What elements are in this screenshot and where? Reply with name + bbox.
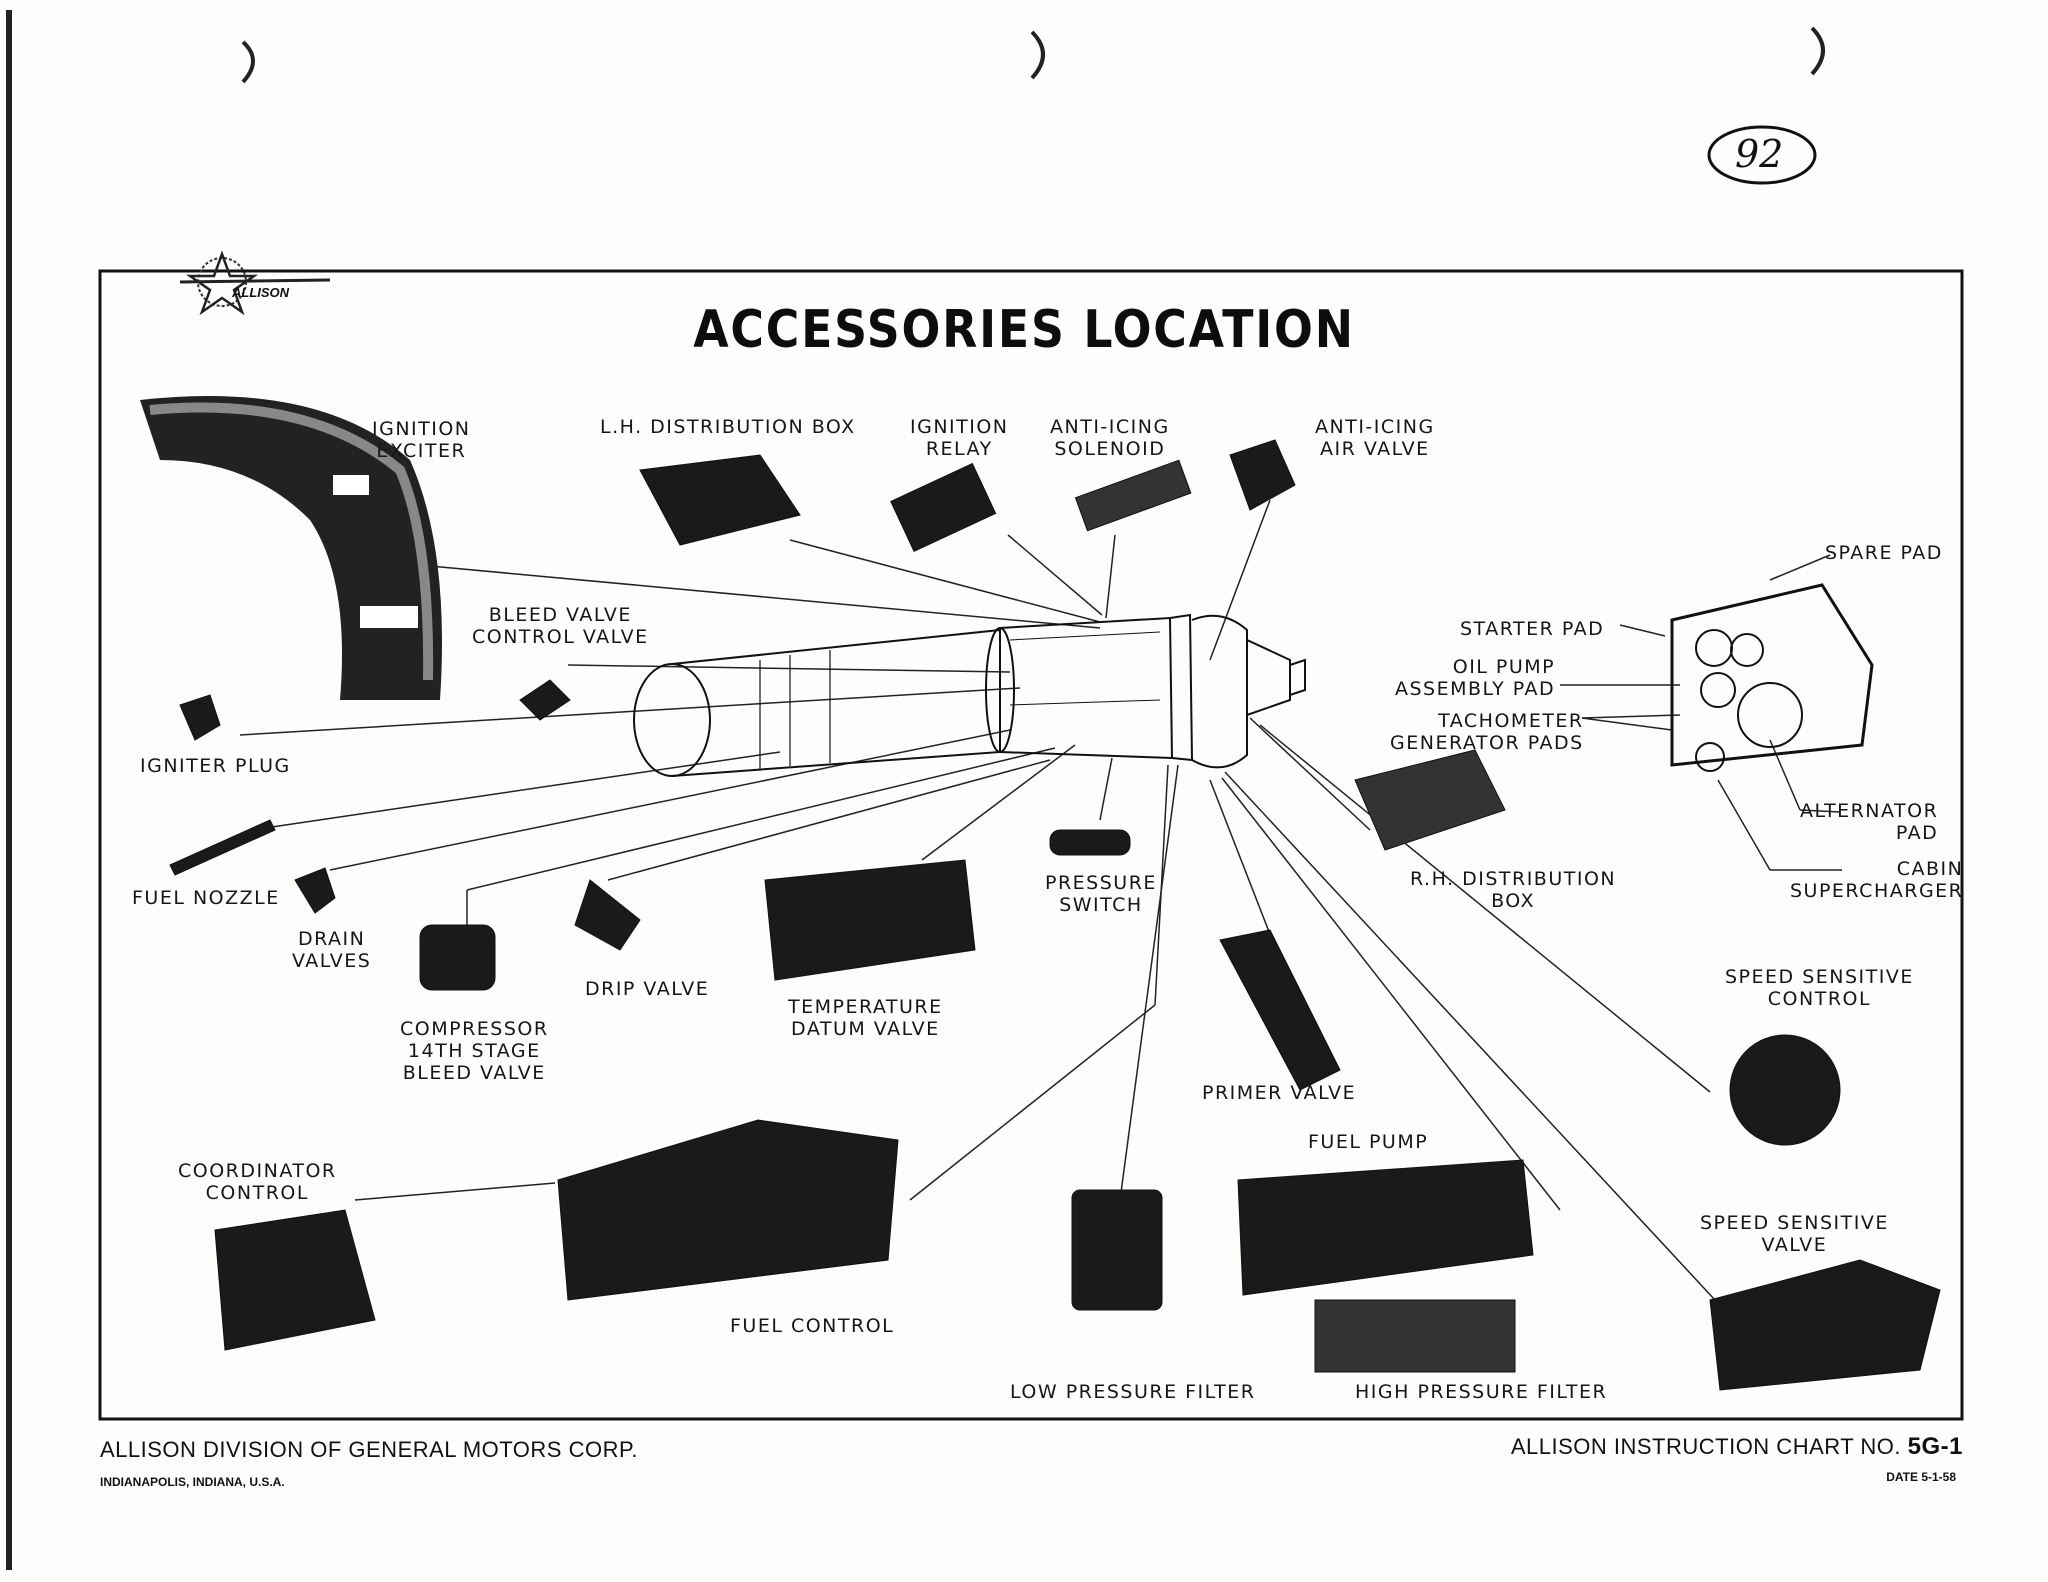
label-speed-sensitive-valve: SPEED SENSITIVE VALVE <box>1700 1212 1889 1256</box>
label-coordinator-control: COORDINATOR CONTROL <box>178 1160 337 1204</box>
label-alternator-pad: ALTERNATOR PAD <box>1800 800 1939 844</box>
footer-chart-id: 5G-1 <box>1907 1433 1963 1460</box>
label-low-pressure-filter: LOW PRESSURE FILTER <box>1010 1381 1256 1403</box>
label-cabin-supercharger: CABIN SUPERCHARGER <box>1790 858 1964 902</box>
label-starter-pad: STARTER PAD <box>1460 618 1605 640</box>
footer-date-label: DATE <box>1886 1470 1918 1484</box>
footer-date-value: 5-1-58 <box>1921 1470 1956 1484</box>
label-tachometer-generator-pads: TACHOMETER GENERATOR PADS <box>1390 710 1584 754</box>
label-fuel-nozzle: FUEL NOZZLE <box>132 887 280 909</box>
footer-chart-prefix: ALLISON INSTRUCTION CHART NO. <box>1510 1434 1902 1459</box>
chart-border <box>98 269 1964 1421</box>
label-ignition-exciter: IGNITION EXCITER <box>372 418 471 462</box>
footer-chart-number: ALLISON INSTRUCTION CHART NO. 5G-1 <box>1511 1433 1963 1461</box>
allison-logo-star <box>179 250 331 316</box>
page-number-oval <box>1707 125 1817 185</box>
label-oil-pump-assembly-pad: OIL PUMP ASSEMBLY PAD <box>1395 656 1556 700</box>
label-igniter-plug: IGNITER PLUG <box>140 755 291 777</box>
label-anti-icing-air-valve: ANTI-ICING AIR VALVE <box>1315 416 1435 460</box>
ignition-exciter-art <box>140 396 442 700</box>
left-edge-line <box>6 10 12 1570</box>
label-temperature-datum-valve: TEMPERATURE DATUM VALVE <box>788 996 943 1040</box>
label-high-pressure-filter: HIGH PRESSURE FILTER <box>1355 1381 1608 1403</box>
label-fuel-control: FUEL CONTROL <box>730 1315 895 1337</box>
label-drain-valves: DRAIN VALVES <box>292 928 372 972</box>
footer-date: DATE 5-1-58 <box>1886 1470 1956 1484</box>
handwritten-page-number: 92 <box>1735 132 1784 176</box>
label-compressor-bleed-valve: COMPRESSOR 14TH STAGE BLEED VALVE <box>400 1018 549 1084</box>
label-spare-pad: SPARE PAD <box>1825 542 1943 564</box>
footer-company: ALLISON DIVISION OF GENERAL MOTORS CORP. <box>100 1437 638 1462</box>
footer-location: INDIANAPOLIS, INDIANA, U.S.A. <box>100 1475 285 1489</box>
label-speed-sensitive-control: SPEED SENSITIVE CONTROL <box>1725 966 1914 1010</box>
engine-assembly <box>633 613 1306 777</box>
label-anti-icing-solenoid: ANTI-ICING SOLENOID <box>1050 416 1170 460</box>
label-bleed-valve-control-valve: BLEED VALVE CONTROL VALVE <box>472 604 649 648</box>
label-ignition-relay: IGNITION RELAY <box>910 416 1009 460</box>
allison-logo-text: ALLISON <box>232 285 290 300</box>
label-fuel-pump: FUEL PUMP <box>1308 1131 1429 1153</box>
accessory-art <box>169 439 1941 1391</box>
label-drip-valve: DRIP VALVE <box>585 978 710 1000</box>
page-title: ACCESSORIES LOCATION <box>693 300 1355 360</box>
binder-hole-marks <box>241 26 1825 84</box>
label-rh-distribution-box: R.H. DISTRIBUTION BOX <box>1410 868 1617 912</box>
label-primer-valve: PRIMER VALVE <box>1202 1082 1357 1104</box>
label-pressure-switch: PRESSURE SWITCH <box>1045 872 1157 916</box>
label-lh-distribution-box: L.H. DISTRIBUTION BOX <box>600 416 856 438</box>
